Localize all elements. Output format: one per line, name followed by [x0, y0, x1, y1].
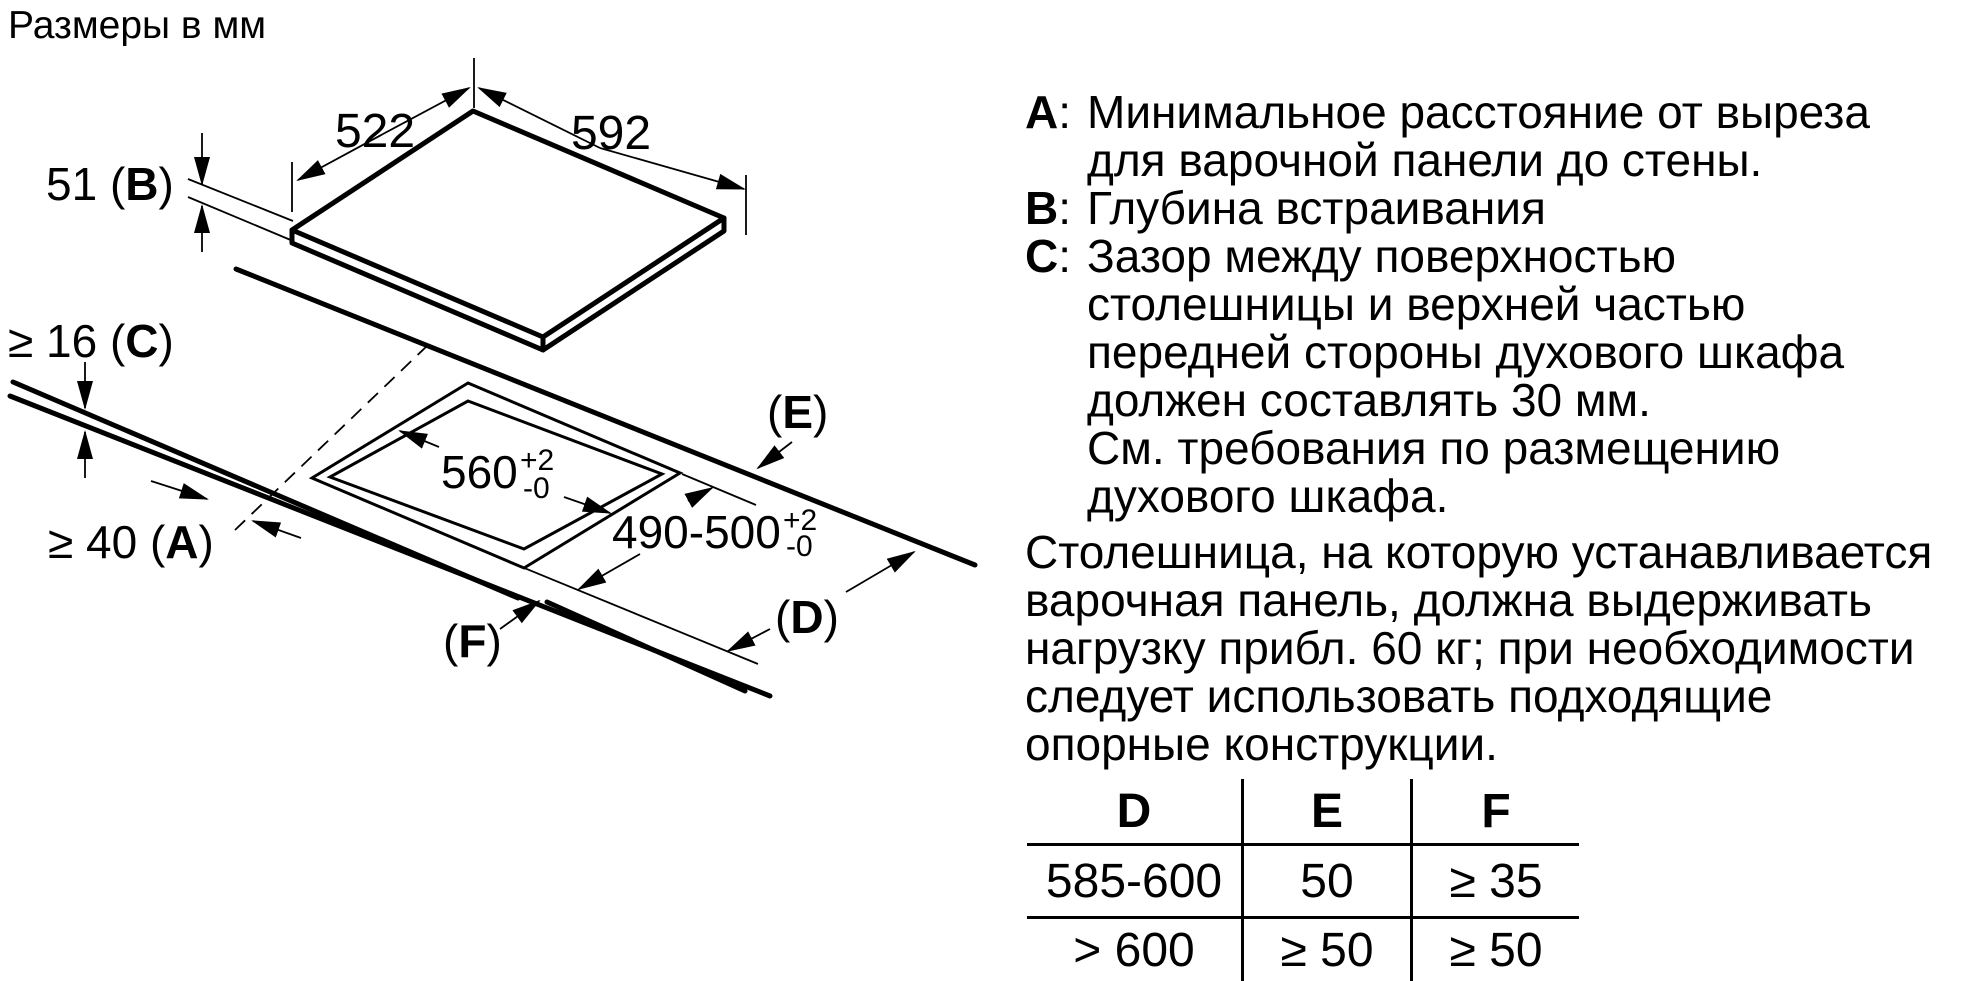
svg-text:(E): (E) — [767, 386, 828, 438]
legend-text-a: Минимальное расстояние от выреза для вар… — [1087, 88, 1870, 184]
dim-cutout-depth-490-500: 490-500 +2 -0 — [579, 488, 817, 589]
spec-table-row-1: 585-600 50 ≥ 35 — [1027, 845, 1579, 918]
dim-490-500-tolerance-minus: -0 — [786, 530, 813, 563]
cutout-extension-line-top — [682, 474, 756, 505]
label-f: (F) — [443, 601, 539, 667]
legend-item-c: C: Зазор между поверхностью столешницы и… — [1025, 232, 1972, 520]
legend-key-b: B: — [1025, 184, 1087, 232]
note-paragraph: Столешница, на которую устанавливается в… — [1025, 528, 1972, 768]
dim-panel-thickness-51: 51 (B) — [46, 133, 293, 252]
legend-item-a: A: Минимальное расстояние от выреза для … — [1025, 88, 1972, 184]
label-e: (E) — [758, 386, 828, 468]
spec-table-cell: > 600 — [1027, 918, 1243, 981]
worktop-back-edge — [236, 269, 975, 565]
dim-560-tolerance-minus: -0 — [523, 472, 550, 505]
spec-table-header-e: E — [1243, 779, 1412, 845]
dim-522-value: 522 — [335, 105, 415, 158]
spec-table-header-row: D E F — [1027, 779, 1579, 845]
legend-text-c: Зазор между поверхностью столешницы и ве… — [1087, 232, 1844, 520]
spec-table-cell: 585-600 — [1027, 845, 1243, 918]
spec-table-cell: ≥ 50 — [1243, 918, 1412, 981]
legend-key-c: C: — [1025, 232, 1087, 520]
label-d: (D) — [728, 552, 914, 651]
spec-table-cell: ≥ 50 — [1412, 918, 1580, 981]
spec-table-cell: 50 — [1243, 845, 1412, 918]
dim-592-value: 592 — [571, 107, 651, 160]
spec-table-cell: ≥ 35 — [1412, 845, 1580, 918]
svg-text:(F): (F) — [443, 615, 502, 667]
legend-text-b: Глубина встраивания — [1087, 184, 1546, 232]
legend-key-a: A: — [1025, 88, 1087, 184]
spec-table-row-2: > 600 ≥ 50 ≥ 50 — [1027, 918, 1579, 981]
spec-table-header-d: D — [1027, 779, 1243, 845]
dim-490-500-value: 490-500 — [612, 506, 781, 558]
spec-table-header-f: F — [1412, 779, 1580, 845]
spec-table: D E F 585-600 50 ≥ 35 > 600 ≥ 50 ≥ 50 — [1027, 779, 1579, 981]
legend: A: Минимальное расстояние от выреза для … — [1025, 88, 1972, 520]
dim-40-label: ≥ 40 (A) — [48, 516, 214, 568]
dim-16-label: ≥ 16 (C) — [8, 315, 174, 367]
cutout-extension-line-bottom — [500, 558, 758, 664]
installation-diagram: 522 592 51 (B) ≥ 16 (C) ≥ 40 (A) — [0, 0, 1010, 964]
dim-worktop-thickness-16: ≥ 16 (C) — [8, 315, 174, 478]
dim-51-label: 51 (B) — [46, 158, 174, 210]
svg-text:(D): (D) — [775, 591, 839, 643]
dim-560-value: 560 — [441, 446, 518, 498]
legend-item-b: B: Глубина встраивания — [1025, 184, 1972, 232]
